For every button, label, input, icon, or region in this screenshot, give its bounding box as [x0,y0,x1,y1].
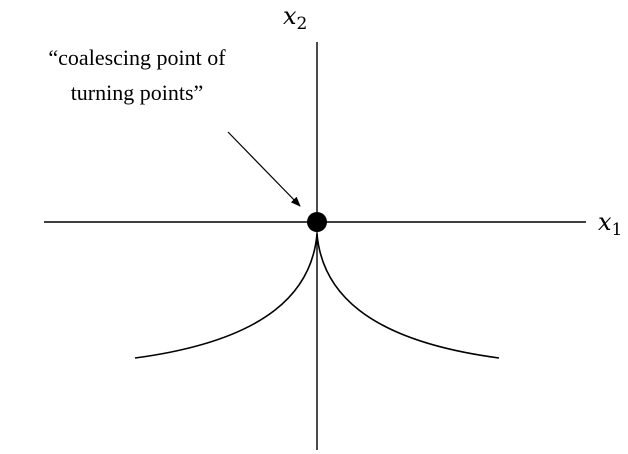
x1-axis-label: x1 [598,208,622,240]
cusp-left-branch [134,233,318,359]
annotation-line-1: “coalescing point of [48,45,226,70]
x2-axis-label: x2 [283,2,307,34]
annotation-arrow [227,131,301,207]
cusp-right-branch [316,233,500,359]
annotation-line-2: turning points” [71,80,204,105]
coalescing-point [307,212,327,232]
